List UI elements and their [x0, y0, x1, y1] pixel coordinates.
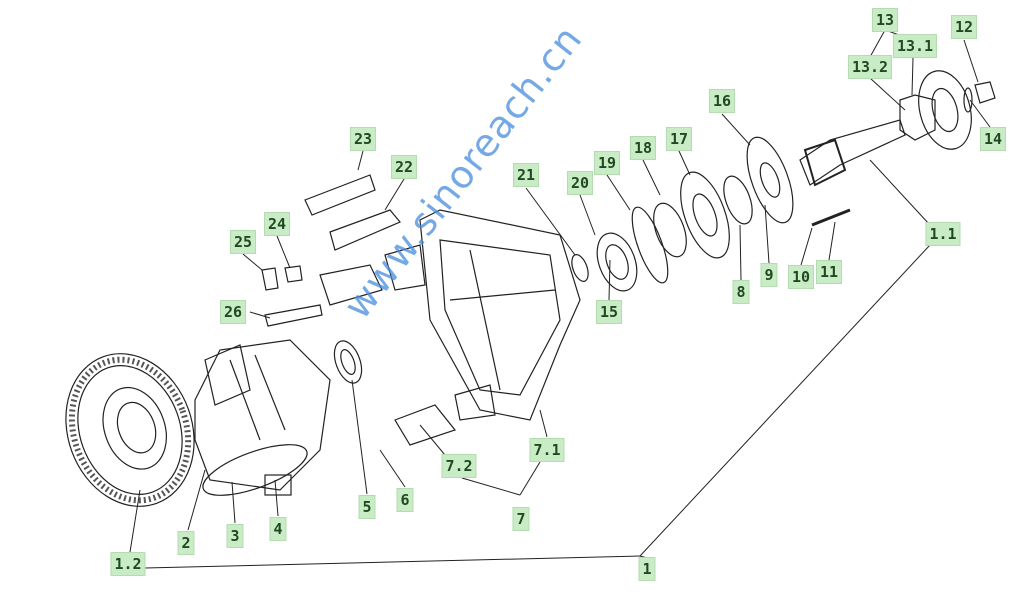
label-21: 21 — [512, 163, 540, 187]
label-24: 24 — [263, 212, 291, 236]
label-23: 23 — [349, 127, 377, 151]
flange — [899, 70, 996, 150]
label-2: 2 — [177, 531, 195, 555]
label-14: 14 — [979, 127, 1007, 151]
label-7: 7 — [512, 507, 530, 531]
label-7-1: 7.1 — [529, 438, 565, 462]
bearing-cap — [394, 404, 457, 446]
label-22: 22 — [390, 155, 418, 179]
lock-23 — [304, 174, 376, 216]
label-5: 5 — [358, 495, 376, 519]
bolt-11 — [811, 208, 851, 227]
label-6: 6 — [396, 488, 414, 512]
label-8: 8 — [732, 280, 750, 304]
label-3: 3 — [226, 524, 244, 548]
bearing-cap-upper — [319, 264, 383, 306]
label-19: 19 — [593, 151, 621, 175]
label-12: 12 — [950, 15, 978, 39]
label-1-1: 1.1 — [925, 222, 961, 246]
label-20: 20 — [566, 171, 594, 195]
label-18: 18 — [629, 136, 657, 160]
label-13-1: 13.1 — [892, 34, 938, 58]
carrier-housing — [384, 209, 581, 421]
bearing-5 — [333, 340, 363, 384]
shims-bearings — [571, 136, 794, 292]
leader-lines — [129, 29, 991, 569]
label-7-2: 7.2 — [441, 454, 477, 478]
bolt-26 — [264, 304, 323, 327]
drive-pinion — [799, 119, 906, 187]
label-11: 11 — [815, 260, 843, 284]
label-25: 25 — [229, 230, 257, 254]
label-10: 10 — [787, 265, 815, 289]
label-1: 1 — [638, 557, 656, 581]
label-13: 13 — [871, 8, 899, 32]
label-15: 15 — [595, 300, 623, 324]
ring-gear — [65, 353, 195, 507]
adjuster-22 — [329, 209, 401, 251]
bracket-25 — [261, 267, 279, 291]
pin-24 — [284, 265, 303, 283]
differential-case — [194, 339, 331, 496]
label-26: 26 — [219, 300, 247, 324]
label-1-2: 1.2 — [110, 552, 146, 576]
label-4: 4 — [269, 517, 287, 541]
label-13-2: 13.2 — [847, 55, 893, 79]
label-9: 9 — [760, 263, 778, 287]
label-16: 16 — [708, 89, 736, 113]
label-17: 17 — [665, 127, 693, 151]
